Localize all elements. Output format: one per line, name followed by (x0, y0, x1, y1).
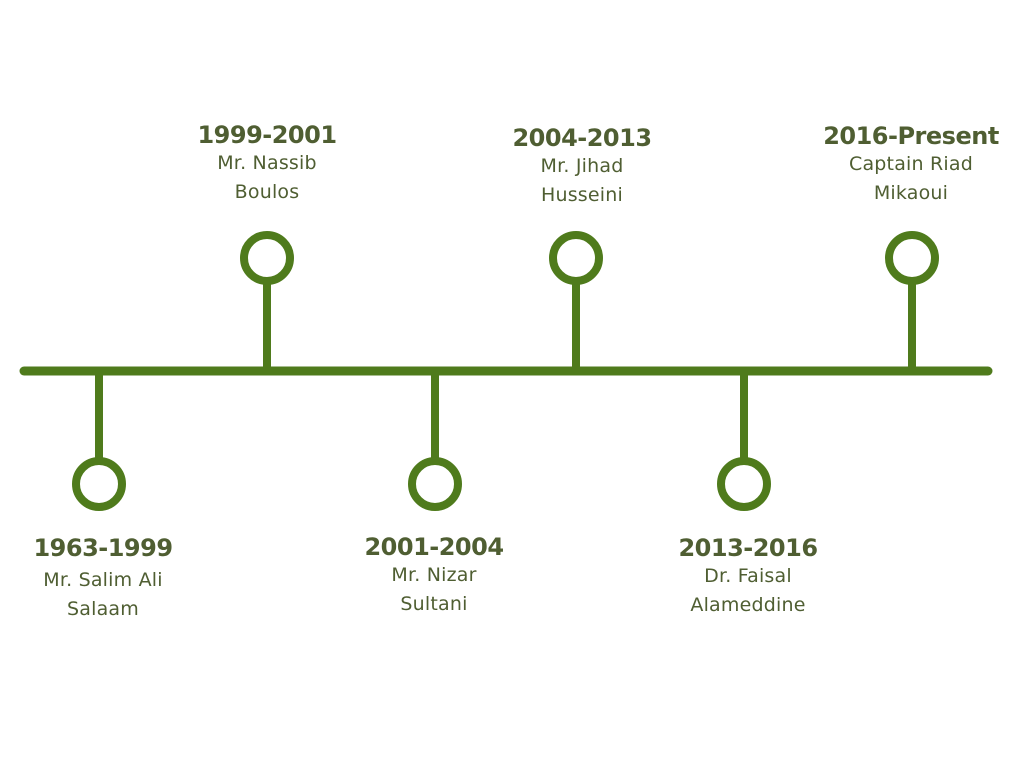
entry-name-line2: Alameddine (690, 594, 806, 616)
timeline-entry-2013-2016: 2013-2016 Dr. Faisal Alameddine (678, 534, 818, 620)
entry-period: 2004-2013 (512, 124, 652, 152)
entry-name-line2: Husseini (540, 184, 624, 206)
entry-period: 2001-2004 (364, 533, 504, 561)
timeline-node-2004-2013 (549, 231, 603, 285)
timeline-node-1999-2001 (240, 231, 294, 285)
timeline-node-2016-present (885, 231, 939, 285)
entry-period: 2013-2016 (678, 534, 818, 562)
entry-period: 1999-2001 (197, 121, 337, 149)
entry-name-line1: Captain Riad (848, 153, 973, 175)
entry-period: 1963-1999 (33, 534, 173, 562)
entry-name-line1: Mr. Nizar (391, 564, 477, 586)
entry-period: 2016-Present (823, 122, 999, 150)
timeline-node-2001-2004 (408, 457, 462, 511)
timeline-entry-2001-2004: 2001-2004 Mr. Nizar Sultani (364, 533, 504, 619)
timeline-node-1963-1999 (72, 457, 126, 511)
entry-name-line1: Dr. Faisal (704, 565, 792, 587)
timeline-entry-2004-2013: 2004-2013 Mr. Jihad Husseini (512, 124, 652, 210)
entry-name-line1: Mr. Jihad (540, 155, 624, 177)
timeline-entry-1963-1999: 1963-1999 Mr. Salim Ali Salaam (33, 534, 173, 624)
entry-name-line2: Boulos (234, 181, 300, 203)
timeline-entry-1999-2001: 1999-2001 Mr. Nassib Boulos (197, 121, 337, 207)
entry-name-line2: Salaam (67, 598, 139, 620)
entry-name-line2: Mikaoui (873, 182, 949, 204)
timeline-entry-2016-present: 2016-Present Captain Riad Mikaoui (823, 122, 999, 208)
timeline-node-2013-2016 (717, 457, 771, 511)
entry-name-line1: Mr. Salim Ali (43, 569, 163, 591)
entry-name-line1: Mr. Nassib (217, 152, 317, 174)
entry-name-line2: Sultani (400, 593, 468, 615)
